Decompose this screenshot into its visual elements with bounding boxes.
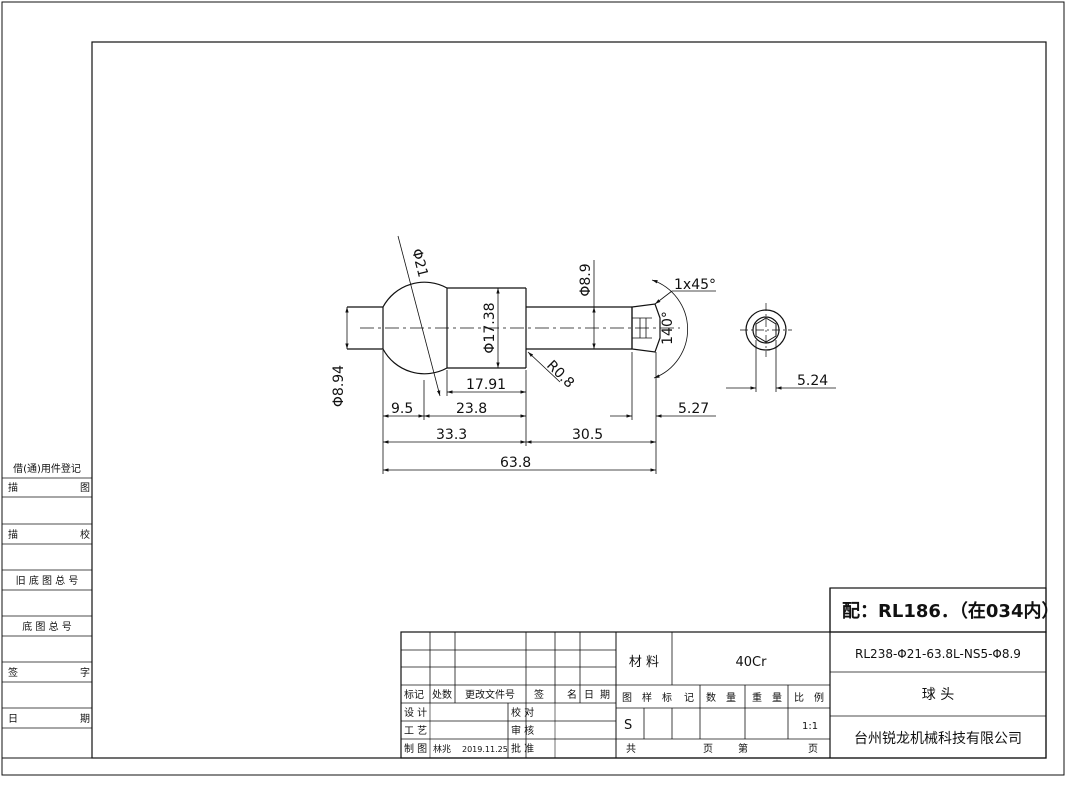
company-name: 台州锐龙机械科技有限公司 [854, 731, 1022, 747]
register-row: 签 [8, 666, 18, 679]
fit-note: 配：RL186．（在034内） [842, 600, 1059, 622]
register-row: 日 [8, 714, 18, 725]
end-view [726, 303, 836, 392]
role-check: 校 对 [511, 706, 534, 719]
role-review: 审 核 [511, 724, 534, 737]
title-block-grid [400, 587, 1047, 759]
sample-mark: S [624, 718, 632, 733]
role-approve: 批 准 [511, 742, 534, 755]
register-row: 底 图 总 号 [22, 620, 72, 633]
dim-23-8: 23.8 [456, 401, 487, 417]
dim-17-91: 17.91 [466, 377, 506, 393]
register-row: 描 [8, 528, 18, 541]
sample-header: 例 [814, 691, 824, 704]
sheet-label: 页 [703, 743, 713, 755]
sheet-label: 页 [808, 743, 818, 755]
sample-header: 重 [752, 691, 762, 704]
sample-header: 量 [772, 692, 782, 704]
role-design: 设 计 [404, 706, 427, 719]
dim-9-5: 9.5 [391, 401, 413, 417]
role-drafting: 制 图 [404, 742, 427, 755]
left-register [2, 477, 92, 729]
part-name: 球 头 [922, 687, 954, 703]
dim-30-5: 30.5 [572, 427, 603, 443]
rev-header: 标记 [404, 689, 424, 701]
rev-header: 更改文件号 [465, 688, 515, 701]
drafter-name: 林兆 [433, 743, 451, 755]
drafter-date: 2019.11.25 [462, 745, 508, 754]
part-number: RL238-Φ21-63.8L-NS5-Φ8.9 [855, 647, 1021, 661]
role-process: 工 艺 [404, 725, 427, 737]
material-value: 40Cr [736, 655, 768, 670]
sheet-label: 第 [738, 742, 748, 755]
dim-ball-diameter: Φ21 [408, 247, 431, 279]
register-title: 借(通)用件登记 [13, 462, 81, 475]
register-row: 旧 底 图 总 号 [16, 574, 79, 587]
sample-header: 比 [794, 692, 804, 704]
sample-header: 样 [642, 691, 652, 704]
dim-63-8: 63.8 [500, 455, 531, 471]
register-row: 校 [80, 528, 90, 541]
sheet-border [1, 1, 1065, 776]
sample-header: 记 [684, 692, 694, 704]
dimension-lines [345, 235, 716, 474]
dim-collar-diameter: Φ17.38 [482, 302, 498, 353]
dim-angle: 140° [660, 311, 676, 345]
register-row: 期 [80, 713, 90, 725]
dim-chamfer: 1x45° [674, 277, 716, 293]
dim-hex: 5.24 [797, 373, 828, 389]
rev-header: 日 [584, 690, 594, 701]
part-profile [347, 281, 680, 375]
register-row: 描 [8, 481, 18, 494]
sample-header: 标 [662, 692, 672, 704]
register-row: 字 [80, 666, 90, 679]
rev-header: 处数 [432, 688, 452, 701]
dim-shank-diameter: Φ8.9 [578, 263, 594, 296]
sample-header: 量 [726, 692, 736, 704]
dim-5-27: 5.27 [678, 401, 709, 417]
sheet-label: 共 [626, 743, 636, 755]
sample-header: 数 [706, 691, 716, 704]
material-label: 材 料 [629, 655, 659, 670]
rev-header: 名 [567, 688, 577, 701]
scale-value: 1:1 [802, 721, 818, 732]
register-row: 图 [80, 482, 90, 494]
sample-header: 图 [622, 692, 632, 704]
dim-neck-diameter: Φ8.94 [331, 365, 347, 407]
dim-33-3: 33.3 [436, 427, 467, 443]
rev-header: 签 [534, 688, 544, 701]
dim-fillet: R0.8 [543, 358, 577, 392]
rev-header: 期 [600, 689, 610, 701]
